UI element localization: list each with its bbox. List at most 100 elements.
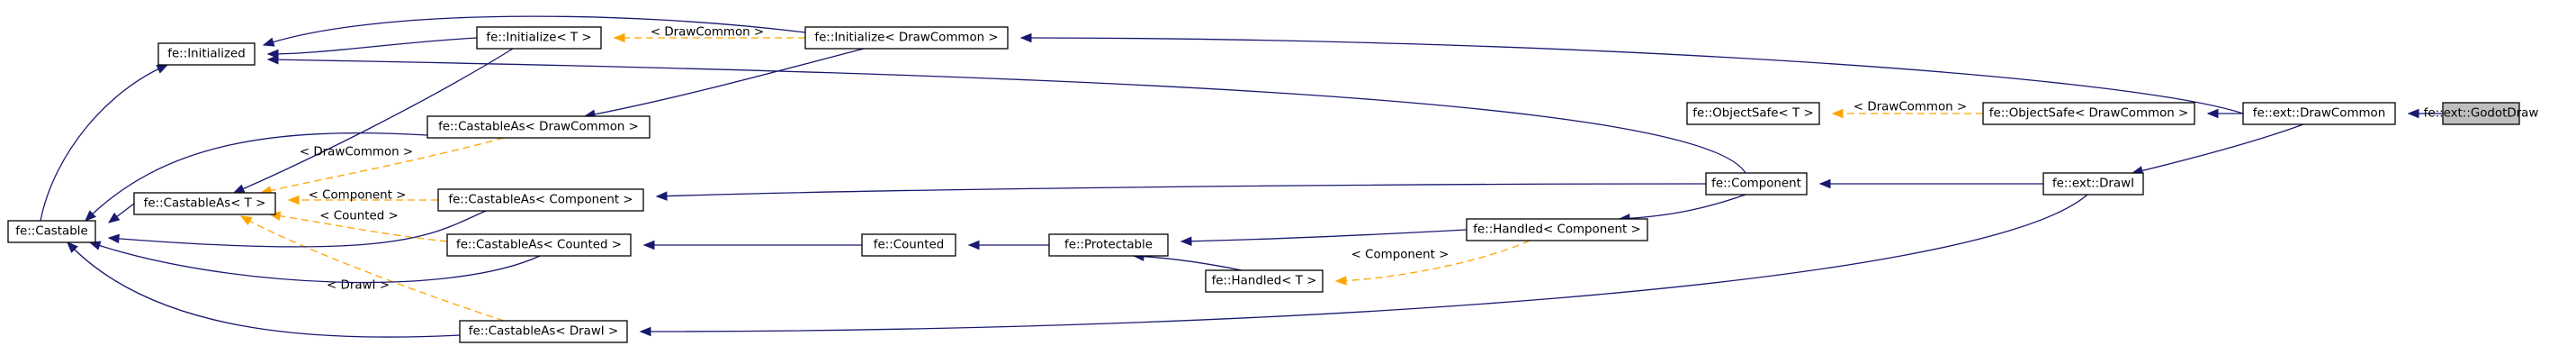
edge-line xyxy=(67,241,461,338)
class-node-label: fe::Handled< T > xyxy=(1212,275,1317,288)
class-node-box xyxy=(1466,218,1648,241)
class-node-label: fe::Initialize< T > xyxy=(486,32,591,45)
class-node-box xyxy=(1048,233,1169,257)
class-node-box xyxy=(804,26,1009,50)
class-node-label: fe::CastableAs< Counted > xyxy=(456,239,622,252)
class-node-castableas-drawi[interactable]: fe::CastableAs< DrawI > xyxy=(459,320,628,343)
inheritance-edge-initialized-to-initialize_dc xyxy=(262,15,806,47)
edge-line xyxy=(85,132,428,222)
inheritance-edge-objectsafe_dc-to-drawcommon xyxy=(2206,108,2243,119)
inheritance-edge-initialized-to-initialize_t xyxy=(266,37,478,59)
edge-arrowhead xyxy=(1180,236,1192,246)
edge-arrowhead xyxy=(156,64,169,74)
edge-label: < DrawCommon > xyxy=(651,26,764,40)
inheritance-edge-protectable-to-handled_comp xyxy=(1180,229,1468,246)
edge-label: < Component > xyxy=(1351,249,1450,262)
edge-arrowhead xyxy=(967,240,980,250)
inheritance-edge-castable-to-castableas_t xyxy=(107,203,135,223)
edge-arrowhead xyxy=(639,326,651,337)
inheritance-edge-castable-to-castableas_drawi xyxy=(67,241,461,338)
class-node-label: fe::Protectable xyxy=(1064,239,1153,252)
edge-line xyxy=(584,48,865,117)
class-node-box xyxy=(2442,102,2520,125)
template-edge-objectsafe_t-to-objectsafe_dc: < DrawCommon > xyxy=(1831,101,1983,119)
class-node-box xyxy=(1982,102,2195,125)
class-node-box xyxy=(476,26,602,50)
edge-arrowhead xyxy=(613,32,625,43)
class-node-drawi[interactable]: fe::ext::DrawI xyxy=(2042,172,2144,196)
edge-arrowhead xyxy=(266,54,279,65)
edge-line xyxy=(1180,229,1468,242)
edge-arrowhead xyxy=(107,212,121,223)
class-node-label: fe::Castable xyxy=(15,225,87,239)
inheritance-edge-castable-to-castableas_comp xyxy=(107,210,487,248)
class-node-label: fe::CastableAs< DrawI > xyxy=(469,325,618,339)
class-node-protectable[interactable]: fe::Protectable xyxy=(1048,233,1169,257)
edge-arrowhead xyxy=(232,184,246,194)
edge-line xyxy=(640,194,2088,332)
edge-line xyxy=(267,59,1746,174)
class-node-label: fe::ext::DrawCommon xyxy=(2253,107,2385,121)
class-node-box xyxy=(2242,102,2396,125)
class-node-label: fe::ext::DrawI xyxy=(2052,177,2134,191)
class-node-initialized[interactable]: fe::Initialized xyxy=(157,42,256,66)
edge-line xyxy=(269,214,448,242)
inheritance-edge-castable-to-castableas_dc xyxy=(85,132,428,222)
class-node-box xyxy=(1205,269,1324,293)
edge-line xyxy=(1619,194,1746,220)
edge-label: < Component > xyxy=(309,189,407,203)
class-node-box xyxy=(2042,172,2144,196)
class-node-label: fe::Counted xyxy=(874,239,944,252)
class-node-castableas-dc[interactable]: fe::CastableAs< DrawCommon > xyxy=(426,115,651,139)
edge-line xyxy=(656,183,1707,197)
edge-arrowhead xyxy=(239,215,253,226)
class-node-initialize-dc[interactable]: fe::Initialize< DrawCommon > xyxy=(804,26,1009,50)
class-node-label: fe::CastableAs< T > xyxy=(144,197,266,211)
class-node-box xyxy=(7,220,96,243)
template-edge-handled_t-to-handled_comp: < Component > xyxy=(1334,240,1530,286)
class-node-label: fe::CastableAs< Component > xyxy=(448,194,633,207)
class-node-castableas-comp[interactable]: fe::CastableAs< Component > xyxy=(437,188,644,212)
class-node-godotdraw[interactable]: fe::ext::GodotDraw xyxy=(2424,102,2539,125)
class-node-label: fe::Handled< Component > xyxy=(1473,223,1640,237)
edge-line xyxy=(2132,123,2304,174)
edge-line xyxy=(1335,240,1530,282)
class-node-component[interactable]: fe::Component xyxy=(1705,172,1808,196)
edge-arrowhead xyxy=(1019,32,1032,43)
template-edge-castableas_t-to-castableas_dc: < DrawCommon > xyxy=(259,137,505,196)
nodes-layer: fe::ext::GodotDrawfe::ext::DrawCommonfe:… xyxy=(7,26,2539,343)
class-node-objectsafe-t[interactable]: fe::ObjectSafe< T > xyxy=(1686,102,1820,125)
class-node-objectsafe-dc[interactable]: fe::ObjectSafe< DrawCommon > xyxy=(1982,102,2195,125)
class-node-box xyxy=(157,42,256,66)
class-node-box xyxy=(861,233,956,257)
inheritance-edge-drawcommon-to-godotdraw xyxy=(2407,108,2443,119)
class-node-initialize-t[interactable]: fe::Initialize< T > xyxy=(476,26,602,50)
class-node-counted[interactable]: fe::Counted xyxy=(861,233,956,257)
edge-arrowhead xyxy=(85,210,96,222)
class-node-castableas-t[interactable]: fe::CastableAs< T > xyxy=(133,192,276,215)
class-node-label: fe::Initialized xyxy=(167,48,246,61)
inheritance-edge-castableas_counted-to-counted xyxy=(642,240,862,250)
edge-arrowhead xyxy=(655,191,668,201)
template-edge-castableas_t-to-castableas_comp: < Component > xyxy=(287,189,438,205)
inheritance-edge-handled_comp-to-component xyxy=(1618,194,1746,223)
edge-arrowhead xyxy=(2206,108,2219,119)
class-node-handled-t[interactable]: fe::Handled< T > xyxy=(1205,269,1324,293)
edge-arrowhead xyxy=(642,240,655,250)
edge-line xyxy=(89,241,541,284)
class-node-drawcommon[interactable]: fe::ext::DrawCommon xyxy=(2242,102,2396,125)
edge-arrowhead xyxy=(262,37,275,47)
class-node-box xyxy=(1705,172,1808,196)
class-node-castableas-counted[interactable]: fe::CastableAs< Counted > xyxy=(446,233,632,257)
edge-line xyxy=(108,210,487,248)
edge-line xyxy=(1020,37,2244,114)
class-node-castable[interactable]: fe::Castable xyxy=(7,220,96,243)
class-node-box xyxy=(437,188,644,212)
edge-arrowhead xyxy=(1831,108,1844,119)
class-node-label: fe::Component xyxy=(1711,177,1801,191)
edge-arrowhead xyxy=(107,233,120,244)
edge-arrowhead xyxy=(67,241,78,253)
inheritance-edge-drawi-to-drawcommon xyxy=(2131,123,2304,176)
class-node-handled-comp[interactable]: fe::Handled< Component > xyxy=(1466,218,1648,241)
